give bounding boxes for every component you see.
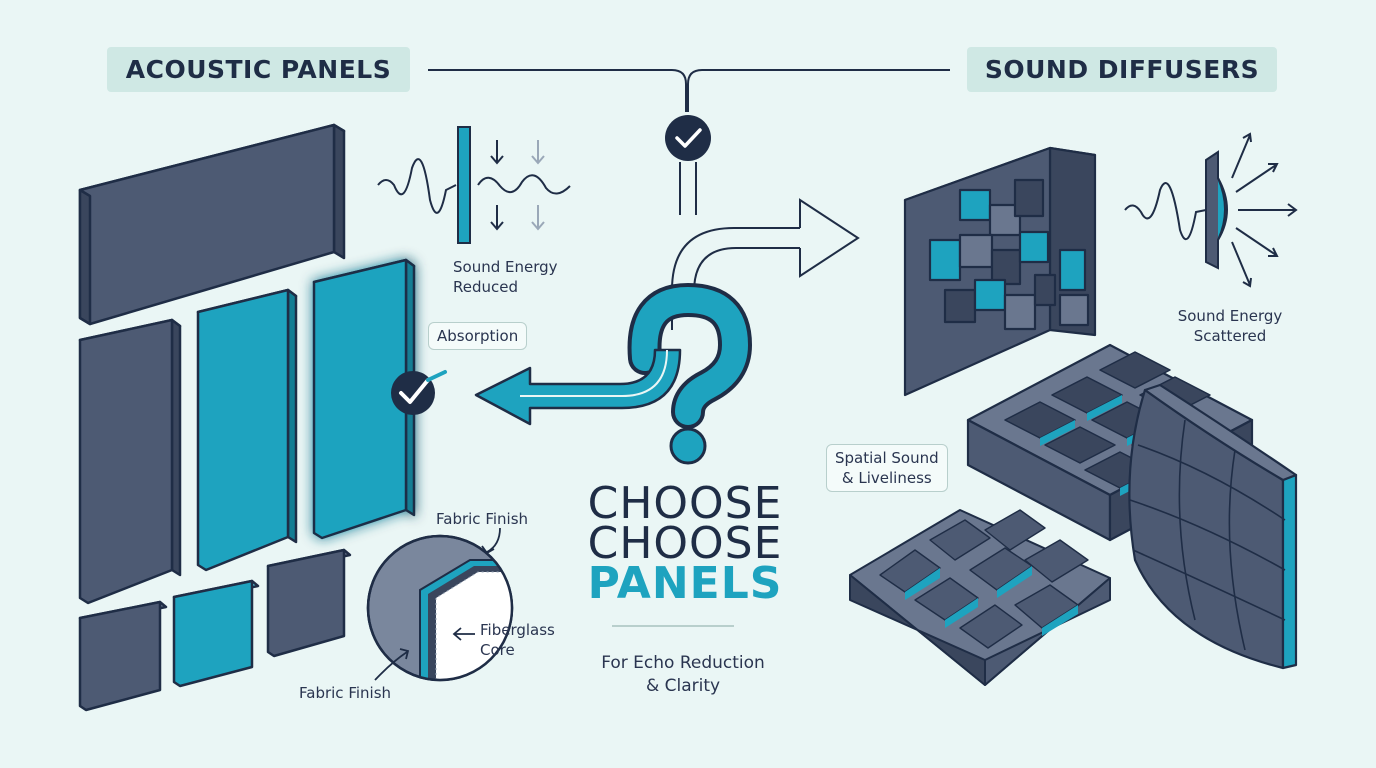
label-absorption: Absorption	[428, 322, 528, 350]
label-fabric-finish-top: Fabric Finish	[436, 510, 529, 528]
label-fabric-finish-bottom: Fabric Finish	[299, 684, 392, 702]
title-line-2: CHOOSE	[587, 518, 783, 569]
header-sound-diffusers: SOUND DIFFUSERS	[967, 47, 1277, 92]
header-connector	[428, 69, 950, 112]
curved-diffuser	[1128, 383, 1298, 670]
header-acoustic-panels: ACOUSTIC PANELS	[107, 47, 410, 92]
label-energy-scattered: Sound Energy Scattered	[1177, 307, 1283, 345]
arrow-left-icon	[474, 348, 682, 426]
sound-wave-icon	[377, 126, 571, 244]
check-icon	[391, 370, 447, 415]
diffuser-block	[903, 146, 1097, 397]
label-fiberglass-core: Fiberglass Core	[480, 621, 555, 659]
label-spatial-sound: Spatial Sound & Liveliness	[826, 444, 948, 492]
question-mark-icon	[627, 282, 753, 465]
title-line-1: CHOOSE	[587, 478, 783, 529]
acoustic-panels-group	[78, 123, 416, 712]
sound-wave-icon	[1124, 132, 1298, 288]
title-subtitle: For Echo Reduction & Clarity	[601, 653, 765, 696]
panel-cross-section	[366, 527, 514, 682]
label-energy-reduced: Sound Energy Reduced	[453, 258, 558, 296]
check-icon	[665, 115, 711, 161]
skyline-diffuser	[849, 509, 1111, 686]
title-line-3: PANELS	[587, 558, 783, 609]
